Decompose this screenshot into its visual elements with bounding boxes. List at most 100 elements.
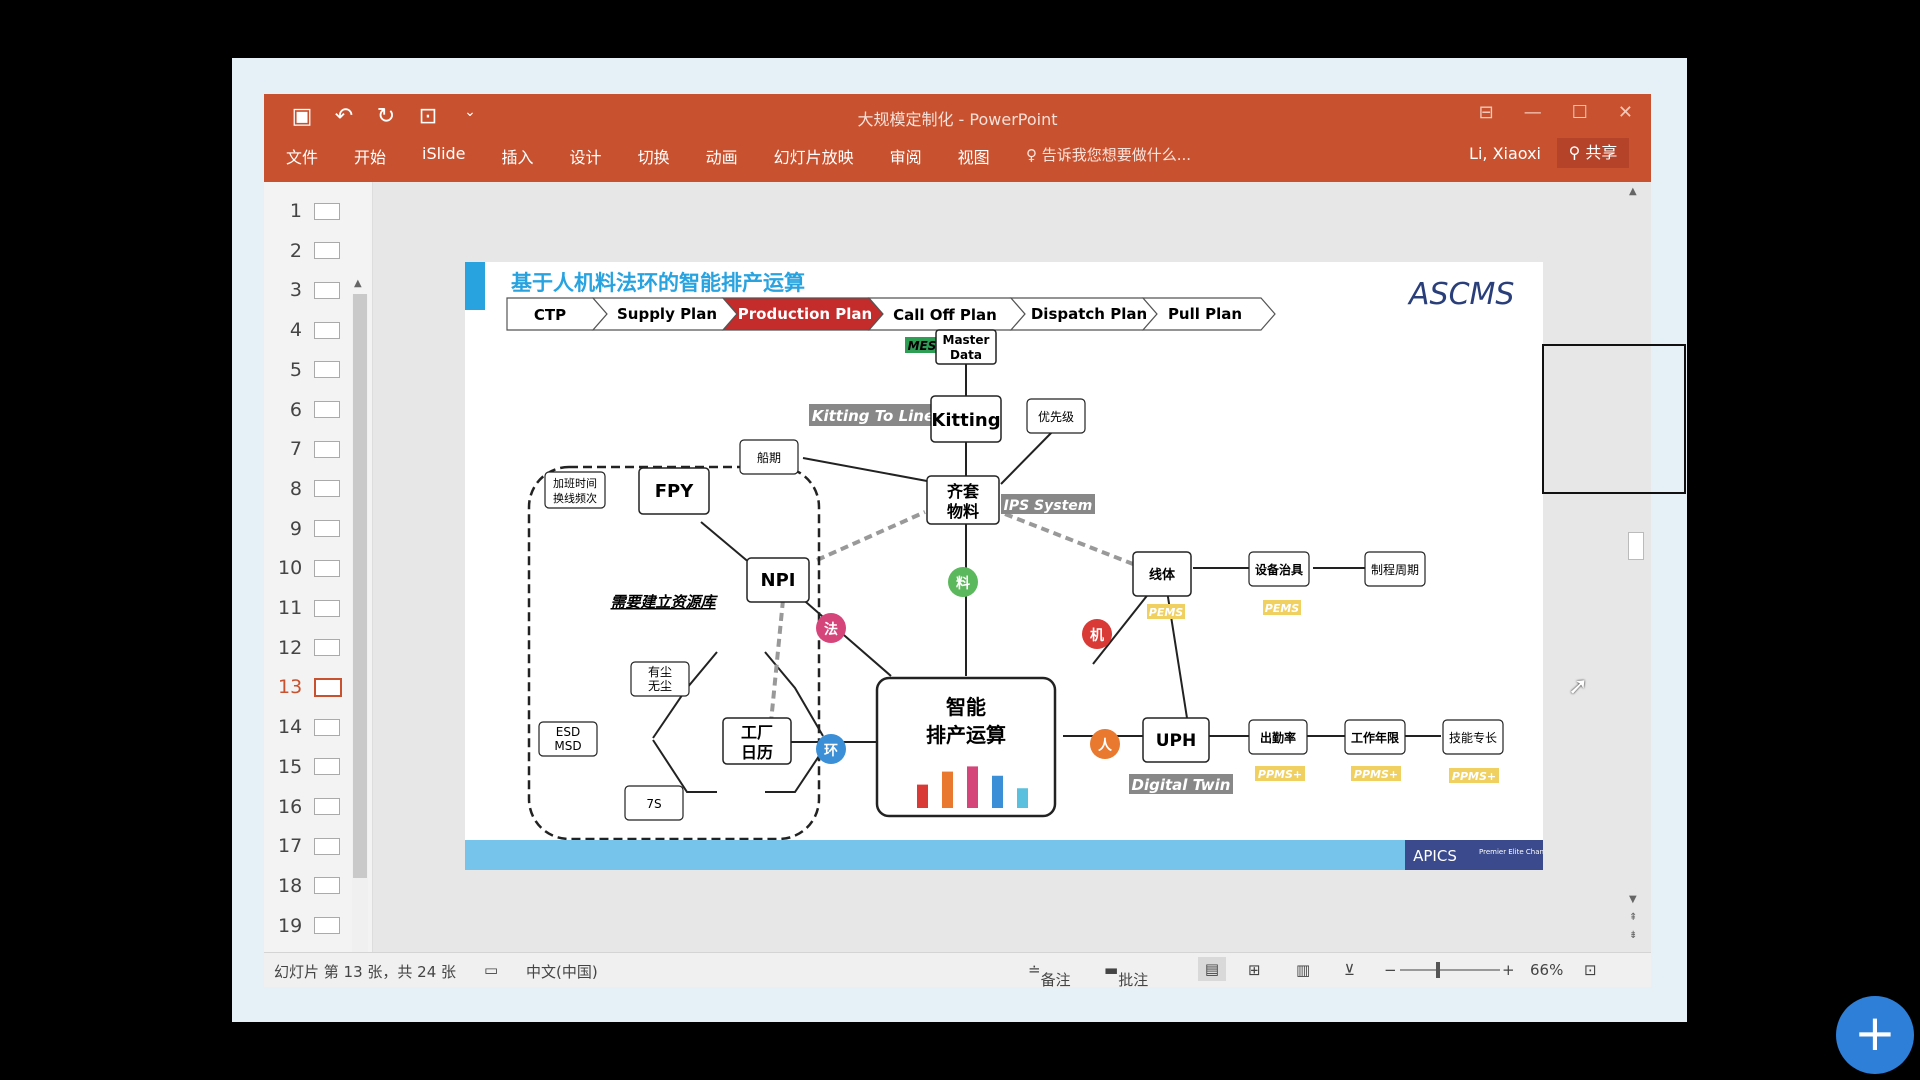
- slide-thumbnail-1[interactable]: 1: [278, 196, 358, 226]
- ribbon-display-icon[interactable]: ⊟: [1478, 102, 1494, 123]
- kitting-to-line-label: Kitting To Line: [812, 407, 934, 425]
- thumbnail-scrollbar[interactable]: ▲ ▼: [352, 278, 368, 987]
- slide-thumbnail-16[interactable]: 16: [278, 792, 358, 822]
- step-production-label: Production Plan: [738, 305, 872, 323]
- ascms-logo: ASCMS: [1407, 277, 1514, 312]
- language-indicator[interactable]: 中文(中国): [526, 963, 598, 981]
- apics-logo-box: [1405, 840, 1543, 870]
- slide-thumbnail-14[interactable]: 14: [278, 712, 358, 742]
- slide-preview: [314, 599, 340, 617]
- fpy-box: [638, 467, 710, 515]
- slide-thumbnail-6[interactable]: 6: [278, 395, 358, 425]
- process-bar: CTP Supply Plan Production Plan Call Off…: [506, 297, 1276, 331]
- seven-s-label: 7S: [646, 797, 661, 811]
- slide-thumbnail-10[interactable]: 10: [278, 553, 358, 583]
- tab-review[interactable]: 审阅: [889, 148, 922, 167]
- next-slide-icon[interactable]: ⇟: [1629, 930, 1638, 941]
- slideshow-icon[interactable]: ⊻: [1344, 961, 1355, 979]
- slide-preview: [314, 559, 340, 577]
- zoom-out-icon[interactable]: −: [1384, 961, 1397, 979]
- tab-design[interactable]: 设计: [569, 148, 602, 167]
- tab-view[interactable]: 视图: [957, 148, 990, 167]
- slide-thumbnail-19[interactable]: 19: [278, 911, 358, 941]
- save-icon[interactable]: ▣: [291, 104, 313, 129]
- slide-preview: [314, 281, 340, 299]
- present-icon[interactable]: ⊡: [418, 104, 438, 129]
- scroll-thumb[interactable]: [353, 294, 367, 878]
- overtime-box: [544, 471, 606, 509]
- digital-twin-tag: [1129, 774, 1233, 794]
- tab-transitions[interactable]: 切换: [637, 148, 670, 167]
- tab-insert[interactable]: 插入: [501, 148, 534, 167]
- master-data-line2: Data: [950, 348, 982, 362]
- close-icon[interactable]: ✕: [1617, 102, 1633, 123]
- slide-sorter-icon[interactable]: ⊞: [1248, 961, 1261, 979]
- user-name[interactable]: Li, Xiaoxi: [1469, 144, 1541, 163]
- add-button[interactable]: +: [1836, 996, 1914, 1074]
- comments-label: 批注: [1118, 971, 1149, 987]
- tab-file[interactable]: 文件: [286, 148, 319, 167]
- selection-rectangle: [1542, 344, 1686, 494]
- tell-me-text: 告诉我您想要做什么...: [1041, 146, 1192, 164]
- minimize-icon[interactable]: —: [1523, 102, 1542, 123]
- environment-circle-label: 环: [824, 743, 838, 759]
- slide-number: 7: [289, 438, 302, 461]
- tab-slideshow[interactable]: 幻灯片放映: [773, 148, 854, 167]
- maximize-icon[interactable]: ☐: [1571, 102, 1588, 123]
- slide-thumbnail-13[interactable]: 13: [278, 672, 358, 702]
- slide-canvas[interactable]: 基于人机料法环的智能排产运算 ASCMS CTP Supply Plan Pro…: [465, 262, 1543, 870]
- lead-time-box: [739, 439, 799, 475]
- slide-thumbnail-15[interactable]: 15: [278, 752, 358, 782]
- slide-thumbnail-11[interactable]: 11: [278, 593, 358, 623]
- comments-button[interactable]: ▬ 批注: [1104, 961, 1148, 987]
- process-cycle-label: 制程周期: [1371, 562, 1419, 577]
- share-button[interactable]: ⚲ 共享: [1557, 138, 1629, 168]
- customize-toolbar-icon[interactable]: ⌄: [464, 104, 476, 120]
- tab-islide[interactable]: iSlide: [422, 144, 466, 163]
- core-box: [875, 676, 1057, 818]
- slide-thumbnail-2[interactable]: 2: [278, 236, 358, 266]
- tab-animations[interactable]: 动画: [705, 148, 738, 167]
- notes-button[interactable]: ≐ 备注: [1028, 961, 1071, 987]
- scroll-up-icon[interactable]: ▲: [1629, 186, 1637, 197]
- mouse-cursor-icon: ➚: [1568, 672, 1589, 700]
- scroll-down-icon[interactable]: ▼: [1629, 894, 1637, 905]
- fit-to-window-icon[interactable]: ⊡: [1584, 961, 1597, 979]
- window-title: 大规模定制化 - PowerPoint: [857, 110, 1058, 129]
- tell-me-box[interactable]: ♀ 告诉我您想要做什么...: [1026, 144, 1191, 165]
- ips-system-label: IPS System: [1004, 498, 1093, 514]
- slide-thumbnail-5[interactable]: 5: [278, 355, 358, 385]
- zoom-slider-handle[interactable]: [1436, 962, 1440, 978]
- normal-view-icon[interactable]: ▤: [1198, 957, 1226, 981]
- slide-number: 5: [289, 358, 302, 381]
- machine-circle: [1082, 619, 1112, 649]
- slide-number: 2: [289, 239, 302, 262]
- slide-preview: [314, 677, 342, 697]
- scroll-thumb[interactable]: [1628, 532, 1644, 560]
- slide-thumbnail-3[interactable]: 3: [278, 275, 358, 305]
- slide-thumbnail-8[interactable]: 8: [278, 474, 358, 504]
- slide-thumbnail-18[interactable]: 18: [278, 871, 358, 901]
- undo-icon[interactable]: ↶: [334, 104, 354, 129]
- editor-scrollbar[interactable]: ▲ ▼ ⇞ ⇟: [1627, 186, 1644, 946]
- line-body-label: 线体: [1149, 567, 1176, 583]
- equipment-box: [1248, 551, 1310, 587]
- slide-number: 18: [278, 874, 303, 897]
- slide-thumbnail-9[interactable]: 9: [278, 514, 358, 544]
- slide-thumbnail-17[interactable]: 17: [278, 831, 358, 861]
- tab-home[interactable]: 开始: [354, 148, 387, 167]
- redo-icon[interactable]: ↻: [376, 104, 396, 129]
- spellcheck-icon[interactable]: ▭: [484, 961, 499, 979]
- prev-slide-icon[interactable]: ⇞: [1629, 912, 1638, 923]
- zoom-level[interactable]: 66%: [1530, 961, 1564, 979]
- zoom-slider[interactable]: [1400, 969, 1500, 971]
- kitting-to-line-tag: [809, 404, 937, 426]
- reading-view-icon[interactable]: ▥: [1296, 961, 1311, 979]
- zoom-in-icon[interactable]: +: [1502, 961, 1515, 979]
- slide-thumbnail-4[interactable]: 4: [278, 315, 358, 345]
- scroll-up-icon[interactable]: ▲: [354, 278, 362, 289]
- slide-thumbnail-7[interactable]: 7: [278, 434, 358, 464]
- slide-thumbnail-12[interactable]: 12: [278, 633, 358, 663]
- pems-tag-2: [1263, 600, 1301, 615]
